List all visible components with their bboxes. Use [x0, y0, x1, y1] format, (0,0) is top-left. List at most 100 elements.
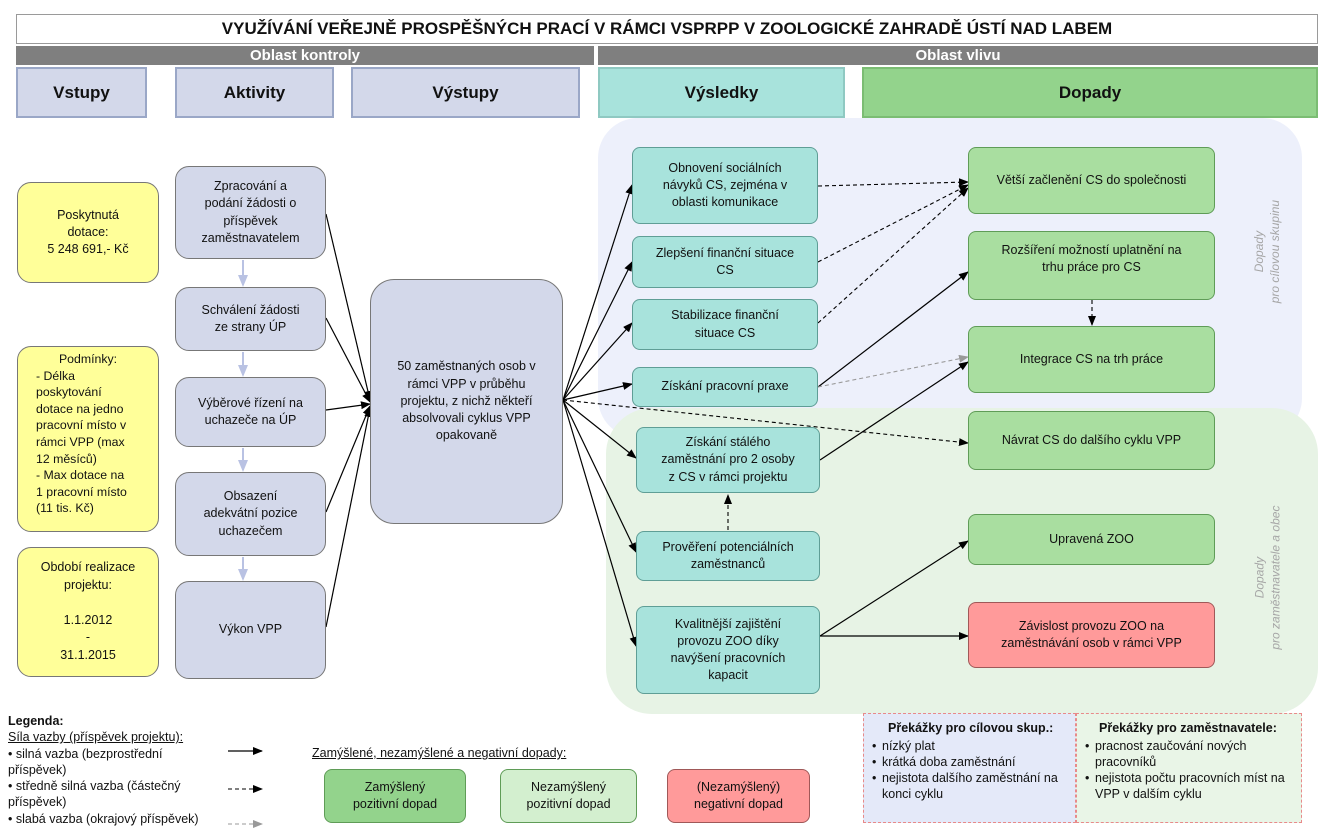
- strong-link-arrow: [562, 322, 633, 401]
- activity-execution-box: Výkon VPP: [175, 581, 326, 679]
- strong-link-arrow: [325, 405, 371, 513]
- box-line: absolvovali cyklus VPP: [402, 411, 531, 426]
- box-line: Větší začlenění CS do společnosti: [996, 172, 1187, 187]
- legend-medium-line: příspěvek): [8, 795, 67, 810]
- strong-link-arrow: [562, 261, 633, 401]
- legend-unintended-positive-box: Nezamýšlený pozitivní dopad: [500, 769, 637, 823]
- box-line: Období realizace: [40, 560, 136, 575]
- result-social-habits-box: Obnovení sociálních návyků CS, zejména v…: [632, 147, 818, 224]
- box-line: negativní dopad: [694, 797, 783, 811]
- output-box: 50 zaměstnaných osob v rámci VPP v průbě…: [370, 279, 563, 524]
- box-line: Stabilizace finanční: [671, 308, 779, 323]
- obstacles-employer-heading: Překážky pro zaměstnavatele:: [1099, 721, 1277, 735]
- box-line: Obnovení sociálních: [668, 160, 782, 175]
- legend-impact-types-heading: Zamýšlené, nezamýšlené a negativní dopad…: [312, 746, 567, 760]
- box-line: 50 zaměstnaných osob v: [397, 359, 536, 374]
- box-line: navýšení pracovních: [670, 651, 786, 665]
- obstacle-item: nejistota dalšího zaměstnání na konci cy…: [872, 770, 1067, 802]
- legend-strong-line: • silná vazba (bezprostřední: [8, 746, 163, 761]
- box-line: rámci VPP v průběhu: [407, 376, 526, 391]
- box-line: Rozšíření možností uplatnění na: [1001, 243, 1182, 257]
- box-line: Poskytnutá: [57, 207, 119, 222]
- box-line: zaměstnavatelem: [201, 230, 300, 245]
- box-line: Obsazení: [223, 489, 278, 504]
- influence-area-band: Oblast vlivu: [598, 46, 1318, 65]
- box-line: Zpracování a: [214, 179, 287, 193]
- box-line: Upravená ZOO: [1049, 531, 1134, 546]
- box-line: Schválení žádosti: [201, 302, 300, 317]
- box-line: (11 tis. Kč): [36, 501, 94, 516]
- legend: Legenda: Síla vazby (příspěvek projektu)…: [8, 713, 228, 827]
- legend-heading: Legenda:: [8, 714, 64, 728]
- legend-strength-heading: Síla vazby (příspěvek projektu):: [8, 730, 184, 745]
- box-line: pozitivní dopad: [526, 797, 611, 811]
- box-line: Návrat CS do dalšího cyklu VPP: [1001, 432, 1182, 447]
- strong-link-arrow: [325, 407, 373, 628]
- result-financial-improvement-box: Zlepšení finanční situace CS: [632, 236, 818, 288]
- box-line: provozu ZOO díky: [677, 633, 779, 648]
- box-line: pozitivní dopad: [352, 797, 438, 811]
- medium-link-arrow: [562, 399, 969, 447]
- legend-weak-line: • slabá vazba (okrajový příspěvek): [8, 811, 199, 826]
- impact-zoo-dependency-box: Závislost provozu ZOO na zaměstnávání os…: [968, 602, 1215, 668]
- box-line: zaměstnanců: [690, 557, 766, 571]
- box-line: pracovní místo v: [36, 418, 127, 433]
- medium-link-arrow: [817, 178, 969, 187]
- input-period-box: Období realizace projektu: 1.1.2012 - 31…: [17, 547, 159, 677]
- box-line: kapacit: [708, 668, 748, 683]
- result-permanent-job-box: Získání stálého zaměstnání pro 2 osoby z…: [636, 427, 820, 493]
- impact-social-inclusion-box: Větší začlenění CS do společnosti: [968, 147, 1215, 214]
- obstacles-target-heading: Překážky pro cílovou skup.:: [888, 721, 1054, 735]
- box-line: - Max dotace na: [36, 468, 125, 483]
- box-line: Výběrové řízení na: [198, 395, 303, 410]
- box-line: -: [85, 630, 91, 645]
- obstacle-item: nejistota počtu pracovních míst na VPP v…: [1085, 770, 1293, 802]
- input-subsidy-box: Poskytnutá dotace: 5 248 691,- Kč: [17, 182, 159, 283]
- strong-link-arrow: [325, 317, 371, 403]
- input-conditions-box: Podmínky: - Délka poskytování dotace na …: [17, 346, 159, 532]
- box-line: 5 248 691,- Kč: [47, 242, 129, 257]
- strong-link-arrow: [819, 361, 969, 461]
- box-line: projektu, z nichž někteří: [400, 393, 533, 408]
- activity-filling-box: Obsazení adekvátní pozice uchazečem: [175, 472, 326, 556]
- box-line: - Délka: [36, 368, 75, 383]
- activities-column-header: Aktivity: [175, 67, 334, 118]
- strong-link-arrow: [562, 399, 637, 459]
- box-line: návyků CS, zejména v: [662, 177, 788, 192]
- box-line: 31.1.2015: [60, 648, 116, 663]
- box-line: Získání pracovní praxe: [661, 379, 789, 394]
- obstacles-employer-box: Překážky pro zaměstnavatele: pracnost za…: [1076, 713, 1302, 823]
- box-line: uchazeče na ÚP: [204, 413, 297, 427]
- result-zoo-operation-box: Kvalitnější zajištění provozu ZOO díky n…: [636, 606, 820, 694]
- box-line: poskytování: [36, 385, 102, 400]
- box-line: Podmínky:: [58, 352, 118, 366]
- box-line: příspěvek: [223, 213, 278, 228]
- obstacle-item: pracnost zaučování nových pracovníků: [1085, 738, 1293, 770]
- strong-link-arrow: [562, 382, 633, 401]
- outputs-column-header: Výstupy: [351, 67, 580, 118]
- impact-improved-zoo-box: Upravená ZOO: [968, 514, 1215, 565]
- box-line: opakovaně: [435, 428, 498, 443]
- medium-link-arrow: [817, 187, 969, 324]
- weak-link-arrow: [817, 354, 969, 388]
- box-line: rámci VPP (max: [36, 434, 125, 449]
- box-line: ze strany ÚP: [214, 320, 287, 334]
- box-line: Kvalitnější zajištění: [674, 616, 782, 631]
- box-line: trhu práce pro CS: [1042, 260, 1141, 275]
- legend-intended-positive-box: Zamýšlený pozitivní dopad: [324, 769, 466, 823]
- impact-return-to-vpp-box: Návrat CS do dalšího cyklu VPP: [968, 411, 1215, 470]
- medium-link-arrow: [817, 184, 969, 263]
- result-financial-stabilization-box: Stabilizace finanční situace CS: [632, 299, 818, 350]
- obstacle-item: krátká doba zaměstnání: [872, 754, 1067, 770]
- box-line: dotace:: [67, 224, 109, 239]
- box-line: adekvátní pozice: [203, 506, 298, 521]
- strong-link-arrow: [819, 540, 969, 637]
- box-line: 1.1.2012: [63, 612, 113, 627]
- legend-strong-line: příspěvek): [8, 762, 67, 777]
- activity-application-box: Zpracování a podání žádosti o příspěvek …: [175, 166, 326, 259]
- box-line: zaměstnání pro 2 osoby: [661, 452, 795, 467]
- box-line: Zlepšení finanční situace: [655, 245, 795, 260]
- box-line: podání žádosti o: [204, 196, 297, 211]
- box-line: z CS v rámci projektu: [668, 469, 788, 484]
